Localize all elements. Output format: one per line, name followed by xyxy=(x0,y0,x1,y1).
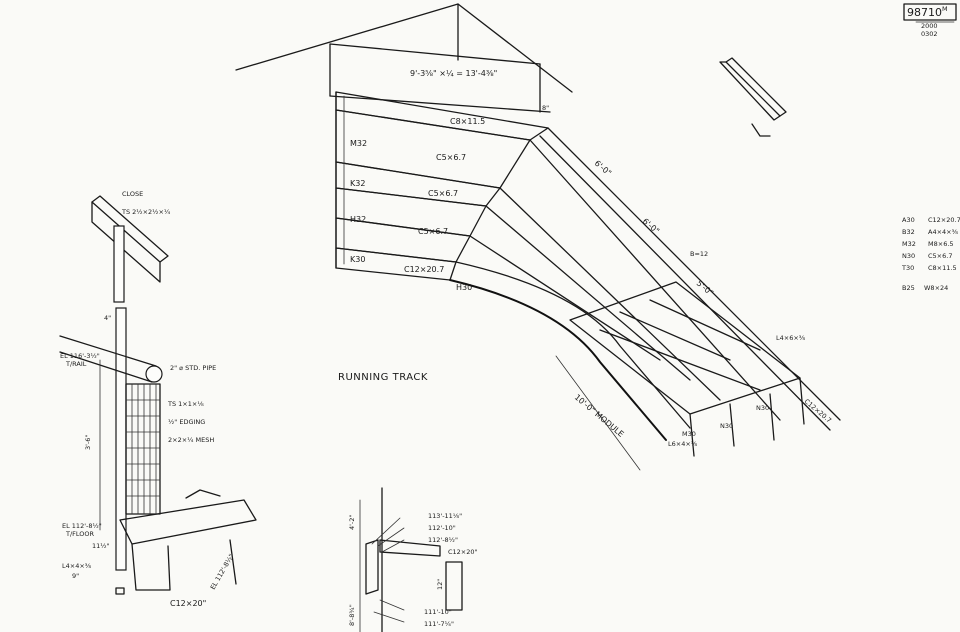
mark-3: H32 xyxy=(350,215,366,224)
mark-2: K32 xyxy=(350,179,365,188)
center-note-1: B=12 xyxy=(690,250,708,258)
callout-pipe: 2" ⌀ STD. PIPE xyxy=(170,364,216,372)
section-label-12: 12" xyxy=(436,579,444,590)
section-el-4: 111'-10" xyxy=(424,608,452,616)
mark-1: M32 xyxy=(350,139,367,148)
bottom-mark-1: M30 xyxy=(682,430,696,438)
member-label-5: C12×20.7 xyxy=(404,265,444,274)
member-label-1: C8×11.5 xyxy=(450,117,485,126)
legend-desc-1: C12×20.7 xyxy=(928,216,960,224)
section-detail xyxy=(359,487,463,632)
legend-desc-2: A4×4×⅜ xyxy=(928,228,959,236)
dim-4: 4" xyxy=(104,314,111,322)
bottom-mark-2: N30 xyxy=(756,404,769,412)
legend-desc-4: C5×6.7 xyxy=(928,252,952,260)
section-label-channel: C12×20" xyxy=(448,548,478,556)
center-note-3: C12×20.7 xyxy=(803,397,833,424)
legend-desc-3: M8×6.5 xyxy=(928,240,954,248)
running-track-title: RUNNING TRACK xyxy=(338,372,428,383)
elevation-rail: EL 116'-3½" xyxy=(60,352,100,360)
member-label-2: C5×6.7 xyxy=(436,153,466,162)
right-legend: A30 C12×20.7 B32 A4×4×⅜ M32 M8×6.5 N30 C… xyxy=(901,216,960,292)
roof-gable xyxy=(235,3,573,113)
callout-channel: C12×20" xyxy=(170,599,206,608)
dim-rail-height: 3'-6" xyxy=(84,435,92,450)
radial-dim-2: 6'-0" xyxy=(641,217,661,236)
radial-dim-4: 8" xyxy=(542,104,549,112)
mark-4: K30 xyxy=(350,255,365,264)
legend-mark-3: M32 xyxy=(902,240,916,248)
callout-ts-tube: TS 1×1×⅛ xyxy=(167,400,204,408)
legend-mark-2: B32 xyxy=(902,228,915,236)
section-el-2: 112'-10" xyxy=(428,524,456,532)
drawing-number: 98710 xyxy=(907,6,942,19)
center-note-2: L4×6×⅜ xyxy=(776,334,806,342)
dim-11: 11½" xyxy=(92,542,110,550)
center-top-dim: 9'-3⅝" ×¼ = 13'-4⅜" xyxy=(410,69,497,78)
section-el-3: 112'-8½" xyxy=(428,536,458,544)
mark-5: H30 xyxy=(456,283,472,292)
section-labels: 113'-11⅛" 112'-10" 112'-8½" 111'-10" 111… xyxy=(348,512,478,628)
track-framing xyxy=(335,91,841,471)
legend-mark-6: B25 xyxy=(902,284,915,292)
callout-mesh: 2×2×¼ MESH xyxy=(168,436,214,444)
legend-desc-5: C8×11.5 xyxy=(928,264,957,272)
railing-labels: CLOSE TS 2½×2½×¼ 2" ⌀ STD. PIPE TS 1×1×⅛… xyxy=(60,190,236,608)
title-block: 98710 M 2000 0302 xyxy=(903,3,957,38)
mesh-grid xyxy=(125,383,161,515)
legend-mark-1: A30 xyxy=(902,216,915,224)
revision-line-2: 0302 xyxy=(921,30,938,38)
floating-beam-detail xyxy=(719,57,787,137)
dim-9: 9" xyxy=(72,572,79,580)
bottom-mark-4: L6×4×⅜ xyxy=(668,440,698,448)
member-label-3: C5×6.7 xyxy=(428,189,458,198)
bottom-mark-3: N30 xyxy=(720,422,733,430)
railing-detail xyxy=(59,195,257,595)
legend-mark-4: N30 xyxy=(902,252,915,260)
elevation-floor: EL 112'-8½" xyxy=(62,522,102,530)
legend-mark-5: T30 xyxy=(901,264,914,272)
section-label-height: 4'-2" xyxy=(348,515,356,530)
section-el-5: 111'-7¼" xyxy=(424,620,454,628)
member-label-4: C5×6.7 xyxy=(418,227,448,236)
callout-edging: ½" EDGING xyxy=(168,418,205,426)
module-dim: 10'-0" MODULE xyxy=(573,393,626,439)
elevation-bottom: EL 112'-8½" xyxy=(209,553,236,591)
callout-ts-post: TS 2½×2½×¼ xyxy=(121,208,171,216)
elevation-floor-sub: T/FLOOR xyxy=(65,530,95,538)
radial-dim-3: 5'-0" xyxy=(695,279,715,298)
dim-angle: L4×4×⅜ xyxy=(62,562,92,570)
elevation-rail-sub: T/RAIL xyxy=(65,360,87,368)
callout-close: CLOSE xyxy=(122,190,143,198)
legend-desc-6: W8×24 xyxy=(924,284,948,292)
section-label-bottom: 8'-8¾" xyxy=(348,604,356,626)
drawing-number-suffix: M xyxy=(942,5,948,13)
section-el-1: 113'-11⅛" xyxy=(428,512,462,520)
revision-line-1: 2000 xyxy=(921,22,938,30)
